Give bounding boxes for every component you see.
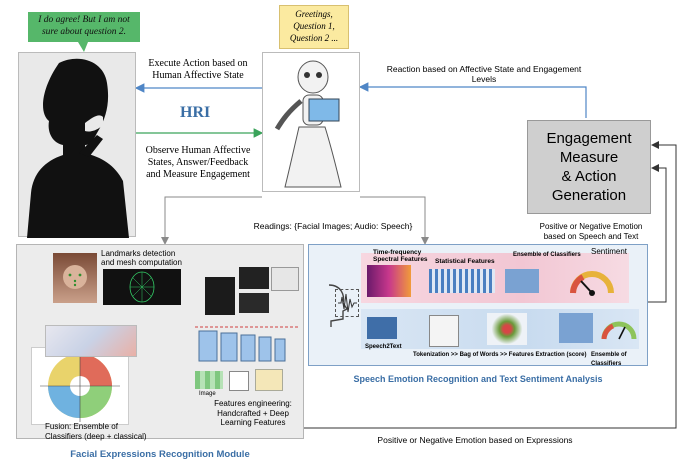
bag-of-words-doc — [429, 315, 459, 347]
pepper-robot-icon — [274, 60, 342, 188]
image-caption: Image — [199, 391, 216, 397]
speech-module-panel: Time-frequency Spectral Features Statist… — [308, 244, 648, 367]
face-photo — [53, 253, 97, 303]
engagement-box: Engagement Measure & Action Generation — [527, 120, 651, 214]
sentiment-gauge-icon — [601, 321, 637, 340]
emotion-circumplex-icon — [40, 350, 120, 422]
speaker-head — [311, 281, 353, 327]
readings-arrow-speech — [360, 196, 429, 245]
statistical-features-chart — [429, 269, 495, 293]
human-bubble-text: I do agree! But I am not sure about ques… — [38, 15, 130, 37]
sentiment-gauge-bottom — [599, 313, 639, 343]
kernel-matrix — [229, 371, 249, 391]
human-speech-bubble: I do agree! But I am not sure about ques… — [28, 12, 140, 42]
ensemble-bottom-label: Ensemble of Classifiers — [591, 352, 627, 367]
ensemble-top-chart — [505, 269, 539, 293]
image-matrix — [195, 371, 223, 389]
readings-arrow-facial — [161, 196, 262, 245]
reaction-arrow — [358, 82, 587, 118]
robot-speech-bubble: Greetings, Question 1, Question 2 ... — [279, 5, 349, 49]
execute-action-label: Execute Action based on Human Affective … — [148, 58, 248, 81]
hri-label: HRI — [180, 104, 211, 121]
spectrogram-images — [367, 265, 411, 297]
sentiment-gauge-icon — [570, 271, 614, 296]
cnn-layers-icon — [195, 326, 299, 362]
cnn-diagram — [195, 323, 299, 367]
face-mesh-image — [103, 269, 181, 305]
facial-module-panel: Landmarks detection and mesh computation… — [16, 244, 304, 441]
ensemble-top-label: Ensemble of Classifiers — [513, 252, 581, 258]
sentiment-gauge-top — [567, 259, 617, 299]
landmarks-label: Landmarks detection and mesh computation — [101, 249, 182, 267]
speech2text-label: Speech2Text — [365, 344, 402, 350]
observe-label: Observe Human Affective States, Answer/F… — [145, 145, 251, 180]
ensemble-bottom-chart — [559, 313, 593, 343]
mesh-wireframe-icon — [129, 271, 155, 303]
reaction-label: Reaction based on Affective State and En… — [386, 64, 582, 84]
feature-map-3 — [271, 267, 299, 291]
speech-to-engagement-arrow — [648, 164, 667, 303]
feature-map-2 — [239, 267, 269, 289]
pipeline-label: Tokenization >> Bag of Words >> Features… — [413, 352, 587, 358]
output-matrix — [255, 369, 283, 391]
speaking-head-icon — [328, 284, 349, 327]
statistical-features-label: Statistical Features — [435, 258, 495, 265]
sentiment-label: Sentiment — [591, 247, 628, 256]
word-network — [487, 313, 527, 345]
fusion-label: Fusion: Ensemble of Classifiers (deep + … — [45, 422, 147, 441]
expressions-label: Positive or Negative Emotion based on Ex… — [377, 435, 573, 445]
human-silhouette — [18, 52, 136, 238]
positive-negative-speech-label: Positive or Negative Emotion based on Sp… — [539, 222, 643, 241]
woman-silhouette-icon — [27, 58, 129, 238]
audio-waveform — [335, 289, 359, 317]
feature-map-1 — [205, 277, 235, 315]
emotion-wheel — [31, 347, 129, 425]
speech-module-title: Speech Emotion Recognition and Text Sent… — [353, 374, 603, 384]
face-landmarks-overlay — [63, 265, 87, 289]
readings-label: Readings: {Facial Images; Audio: Speech} — [253, 221, 413, 231]
confusion-matrix — [45, 325, 137, 357]
robot-image — [262, 52, 360, 192]
facial-module-title: Facial Expressions Recognition Module — [70, 449, 250, 460]
feature-map-4 — [239, 293, 269, 313]
waveform-icon — [338, 293, 357, 313]
features-engineering-label: Features engineering: Handcrafted + Deep… — [214, 399, 292, 427]
facial-to-engagement-arrow — [300, 141, 677, 429]
time-frequency-label: Time-frequency Spectral Features — [373, 249, 428, 263]
speech2text-box — [367, 317, 397, 339]
